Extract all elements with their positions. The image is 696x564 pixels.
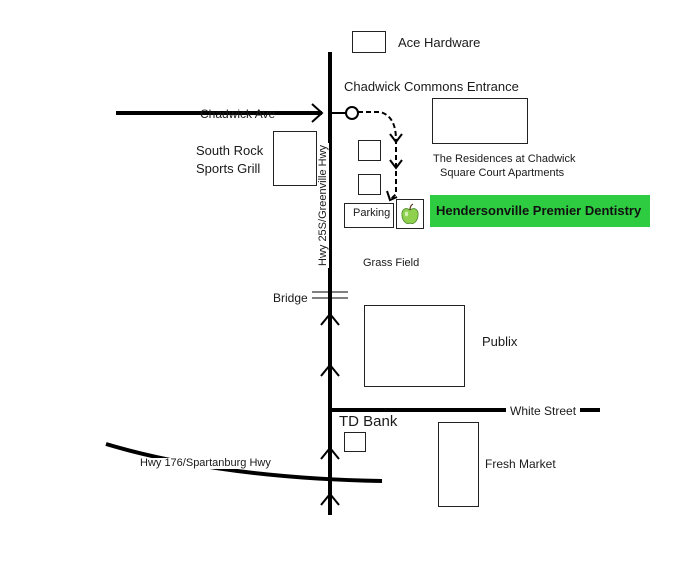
- entrance-circle: [345, 106, 359, 120]
- white-street-label: White Street: [510, 404, 577, 418]
- north-arrow-2: [320, 363, 340, 377]
- parking-label: Parking: [353, 207, 391, 219]
- north-arrow-1: [320, 312, 340, 326]
- bridge-label: Bridge: [273, 291, 308, 305]
- td-bank-building: [344, 432, 366, 452]
- destination-name: Hendersonville Premier Dentistry: [436, 203, 642, 218]
- publix-building: [364, 305, 465, 387]
- fresh-market-label: Fresh Market: [485, 457, 556, 471]
- south-rock-label-line1: South Rock: [196, 143, 264, 158]
- residences-label-line2: Square Court Apartments: [440, 167, 565, 179]
- chadwick-commons-label: Chadwick Commons Entrance: [344, 79, 519, 94]
- south-rock-building: [273, 131, 317, 186]
- route-arrow-1: [389, 133, 403, 144]
- td-bank-label: TD Bank: [339, 413, 398, 430]
- small-building-2: [358, 174, 381, 195]
- apple-icon: [401, 203, 419, 224]
- north-arrow-3: [320, 446, 340, 460]
- route-arrow-3: [386, 190, 398, 202]
- fresh-market-building: [438, 422, 479, 507]
- south-rock-label-line2: Sports Grill: [196, 161, 261, 176]
- north-arrow-4: [320, 492, 340, 506]
- destination-banner: [430, 195, 650, 227]
- chadwick-ave-arrow: [311, 103, 324, 123]
- residences-label-line1: The Residences at Chadwick: [433, 153, 576, 165]
- hwy-176-label: Hwy 176/Spartanburg Hwy: [139, 457, 272, 469]
- route-arrow-2: [389, 159, 403, 170]
- ace-hardware-building: [352, 31, 386, 53]
- publix-label: Publix: [482, 334, 518, 349]
- ace-hardware-label: Ace Hardware: [398, 35, 481, 50]
- grass-field-label: Grass Field: [363, 257, 420, 269]
- residences-building: [432, 98, 528, 144]
- small-building-1: [358, 140, 381, 161]
- chadwick-ave-label: Chadwick Ave: [200, 107, 276, 121]
- route-path: [358, 111, 397, 201]
- hwy-176-road: [105, 442, 383, 483]
- parking-lot: [344, 203, 394, 228]
- highway-25s-label: Hwy 25S/Greenville Hwy: [317, 142, 329, 268]
